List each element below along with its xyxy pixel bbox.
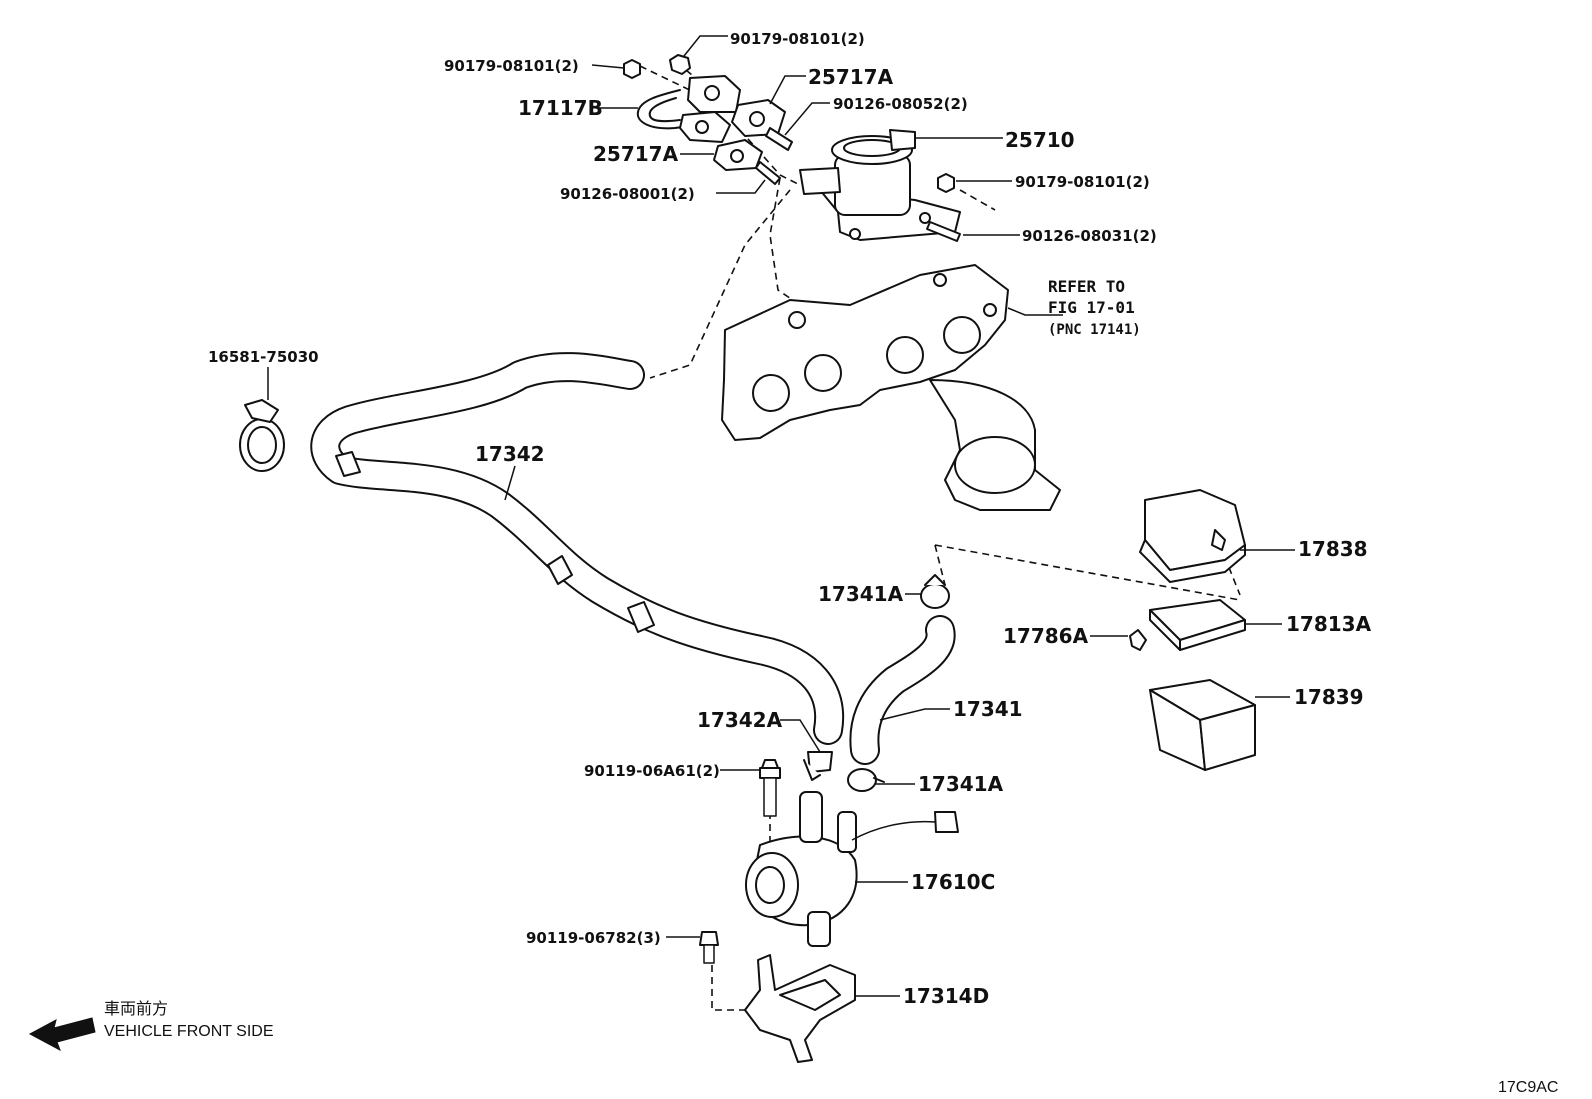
label-air-pump-17610C: 17610C bbox=[911, 870, 995, 894]
gasket-25717A-mid bbox=[713, 139, 763, 171]
label-gasket-25717A-top: 25717A bbox=[808, 65, 894, 89]
label-clamp-17341A-bottom: 17341A bbox=[918, 772, 1004, 796]
exhaust-manifold bbox=[721, 264, 1061, 511]
label-stud-90126-08052: 90126-08052(2) bbox=[833, 95, 968, 113]
label-bolt-90179-left: 90179-08101(2) bbox=[444, 57, 579, 75]
hose-17341 bbox=[849, 615, 956, 765]
clamp-17342A bbox=[803, 751, 833, 781]
bolt-icon-06A61 bbox=[759, 759, 781, 817]
label-filter-case-17839: 17839 bbox=[1294, 685, 1364, 709]
label-bolt-90179-top: 90179-08101(2) bbox=[730, 30, 865, 48]
label-bolt-90119-06A61: 90119-06A61(2) bbox=[584, 762, 720, 780]
arrow-left-icon bbox=[28, 1017, 96, 1052]
label-bolt-90179-right: 90179-08101(2) bbox=[1015, 173, 1150, 191]
label-gasket-25717A-mid: 25717A bbox=[593, 142, 679, 166]
figure-code: 17C9AC bbox=[1498, 1079, 1558, 1096]
label-stud-90126-08031: 90126-08031(2) bbox=[1022, 227, 1157, 245]
stud-icon-08052 bbox=[765, 127, 793, 151]
filter-case-17839 bbox=[1149, 679, 1256, 771]
filter-cover-17838 bbox=[1139, 489, 1246, 583]
nut-icon-left bbox=[623, 59, 641, 79]
label-refer-line2: FIG 17-01 bbox=[1048, 298, 1135, 317]
label-clamp-17342A: 17342A bbox=[697, 708, 783, 732]
label-clip-17786A: 17786A bbox=[1003, 624, 1089, 648]
label-stud-90126-08001: 90126-08001(2) bbox=[560, 185, 695, 203]
bracket-17314D bbox=[744, 954, 856, 1063]
label-bolt-90119-06782: 90119-06782(3) bbox=[526, 929, 661, 947]
label-valve-25710: 25710 bbox=[1005, 128, 1075, 152]
label-vehicle-front-en: VEHICLE FRONT SIDE bbox=[104, 1023, 274, 1040]
gasket-25717A-top bbox=[731, 99, 786, 137]
clamp-17341A-top bbox=[920, 574, 950, 609]
label-vehicle-front-jp: 車両前方 bbox=[104, 1000, 168, 1018]
vehicle-front-indicator: 車両前方 VEHICLE FRONT SIDE bbox=[28, 1000, 274, 1052]
label-pipe-17117B: 17117B bbox=[518, 96, 603, 120]
clamp-17341A-bottom bbox=[847, 768, 885, 792]
bolt-icon-06782 bbox=[699, 931, 719, 964]
label-bracket-17314D: 17314D bbox=[903, 984, 989, 1008]
air-pump-17610C bbox=[745, 791, 959, 947]
stud-icon-08001 bbox=[755, 161, 781, 185]
filter-element-17813A bbox=[1149, 599, 1246, 651]
label-hose-17341: 17341 bbox=[953, 697, 1023, 721]
label-filter-cover-17838: 17838 bbox=[1298, 537, 1368, 561]
clip-17786A bbox=[1129, 629, 1147, 651]
leader-lines bbox=[267, 35, 1295, 997]
label-clamp-16581-75030: 16581-75030 bbox=[208, 348, 319, 366]
label-clamp-17341A-top: 17341A bbox=[818, 582, 904, 606]
nut-icon-top bbox=[669, 54, 691, 75]
valve-25710 bbox=[799, 129, 961, 241]
label-refer-line1: REFER TO bbox=[1048, 277, 1125, 296]
nut-icon-right bbox=[937, 173, 955, 193]
stud-icon-08031 bbox=[926, 221, 961, 242]
pipe-17117B bbox=[636, 75, 741, 143]
label-hose-17342: 17342 bbox=[475, 442, 545, 466]
label-refer-line3: (PNC 17141) bbox=[1048, 322, 1141, 338]
part-labels: 90179-08101(2) 90179-08101(2) 25717A 171… bbox=[208, 30, 1372, 1008]
hose-17342 bbox=[310, 352, 845, 745]
label-filter-element-17813A: 17813A bbox=[1286, 612, 1372, 636]
clamp-16581-75030 bbox=[239, 399, 285, 472]
